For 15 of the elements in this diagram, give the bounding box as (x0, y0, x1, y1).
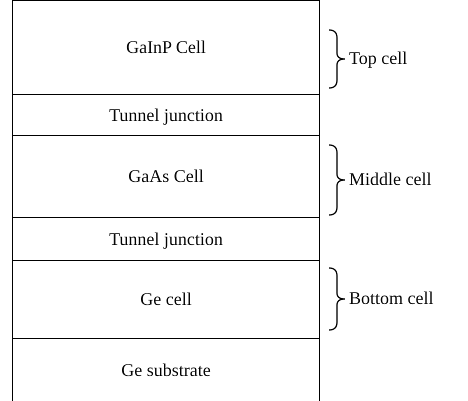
layer-box (12, 0, 320, 94)
layer-box (12, 135, 320, 217)
layer-label: Ge cell (140, 289, 192, 310)
bracket-label: Bottom cell (349, 288, 434, 309)
layer-box (12, 94, 320, 135)
layer-box (12, 260, 320, 338)
layer-label: GaAs Cell (128, 166, 204, 187)
layer-label: Ge substrate (121, 360, 211, 380)
bracket-label: Middle cell (349, 169, 432, 190)
bracket-label: Top cell (349, 48, 408, 69)
layer-box (12, 338, 320, 401)
layer-label: Tunnel junction (109, 104, 223, 126)
layer-label: GaInP Cell (126, 37, 206, 58)
layer-label: Tunnel junction (109, 228, 223, 250)
layer-box (12, 217, 320, 260)
